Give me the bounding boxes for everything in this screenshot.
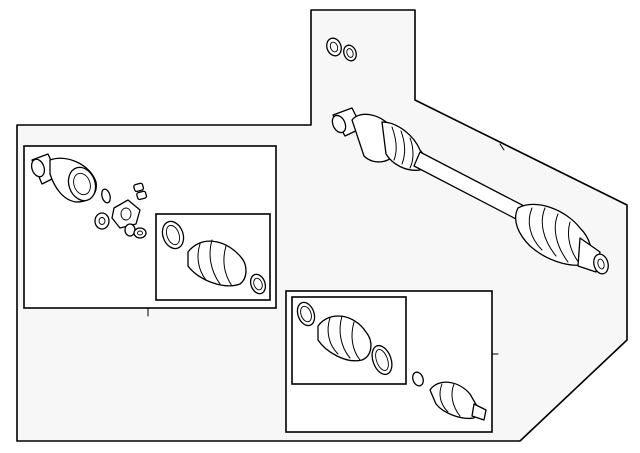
inner-joint-parts (30, 153, 148, 239)
outer-joint-parts (412, 371, 487, 421)
callout-tick (499, 143, 505, 151)
outer-boot-parts (296, 301, 393, 376)
inner-boot-parts (161, 220, 267, 295)
axle-shaft-assembly (331, 107, 609, 275)
seal-ring-pair (326, 37, 357, 62)
